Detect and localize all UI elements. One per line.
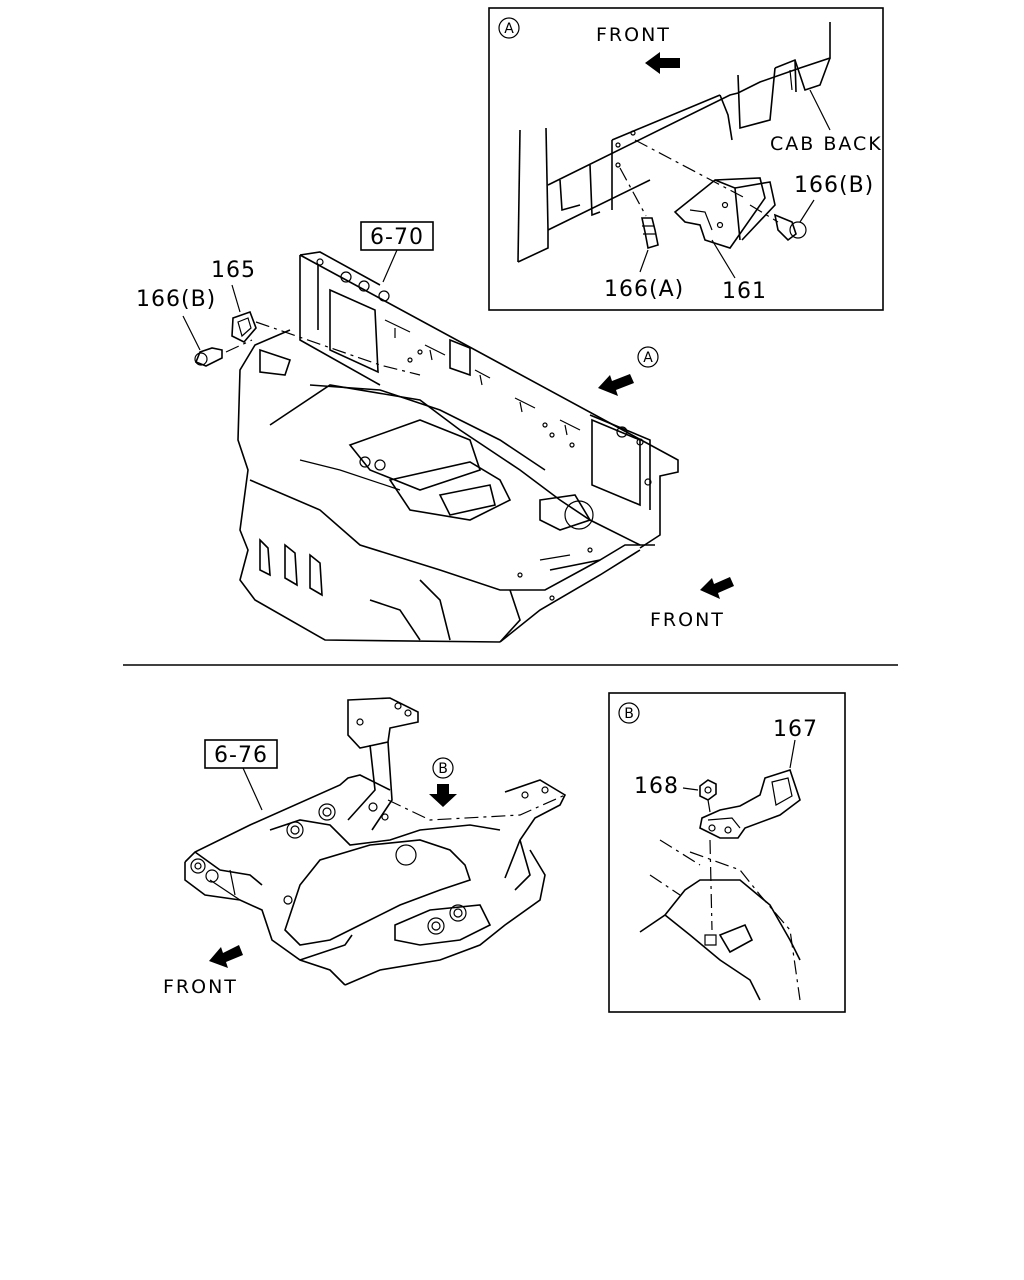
part-166a-label: 166(A) [604, 277, 684, 302]
detail-b-callout: B [618, 702, 640, 724]
cab-structure [517, 22, 831, 263]
svg-text:A: A [643, 350, 653, 366]
bolt-166a [641, 217, 659, 250]
nut-168 [699, 779, 717, 801]
part-166b-label-main: 166(B) [136, 287, 216, 312]
part-161-label: 161 [722, 279, 767, 304]
front-label-a: FRONT [596, 24, 671, 46]
svg-text:A: A [504, 21, 514, 37]
part-167 [699, 768, 801, 839]
floor-panel [237, 329, 655, 643]
svg-text:B: B [438, 761, 448, 777]
bolt-166b-a [773, 213, 807, 242]
part-166b-label-a: 166(B) [794, 173, 874, 198]
floor-detail-b [639, 839, 801, 1001]
front-arrow-icon-main [700, 577, 734, 599]
front-label-lower: FRONT [163, 976, 238, 998]
bracket-161 [673, 177, 776, 249]
bolt-166b-main [194, 347, 223, 367]
svg-text:6-76: 6-76 [214, 743, 268, 768]
view-b-indicator: B [429, 757, 457, 807]
part-165-label: 165 [211, 258, 256, 283]
rear-panel [299, 251, 679, 549]
part-168-label: 168 [634, 774, 679, 799]
detail-a-panel: A FRONT CAB BACK 166(B) 166(A) 161 [488, 7, 884, 311]
view-b-arrow-icon [429, 784, 457, 807]
detail-b-panel: B 167 168 [608, 692, 846, 1013]
ref-6-76: 6-76 [204, 739, 278, 811]
lower-assembly: 6-76 [163, 697, 567, 998]
front-arrow-icon [645, 52, 680, 74]
svg-text:6-70: 6-70 [370, 225, 424, 250]
view-a-arrow-icon [598, 374, 634, 396]
svg-text:B: B [624, 706, 634, 722]
front-label-main: FRONT [650, 609, 725, 631]
part-165 [231, 310, 257, 343]
detail-a-callout: A [498, 17, 520, 39]
cab-back-label: CAB BACK [770, 133, 883, 155]
underbody-frame [184, 697, 567, 986]
ref-6-70: 6-70 [360, 221, 434, 283]
view-a-indicator: A [598, 346, 659, 396]
part-167-label: 167 [773, 717, 818, 742]
main-assembly: 6-70 165 166(B) [136, 221, 734, 643]
front-arrow-icon-lower [209, 945, 243, 968]
